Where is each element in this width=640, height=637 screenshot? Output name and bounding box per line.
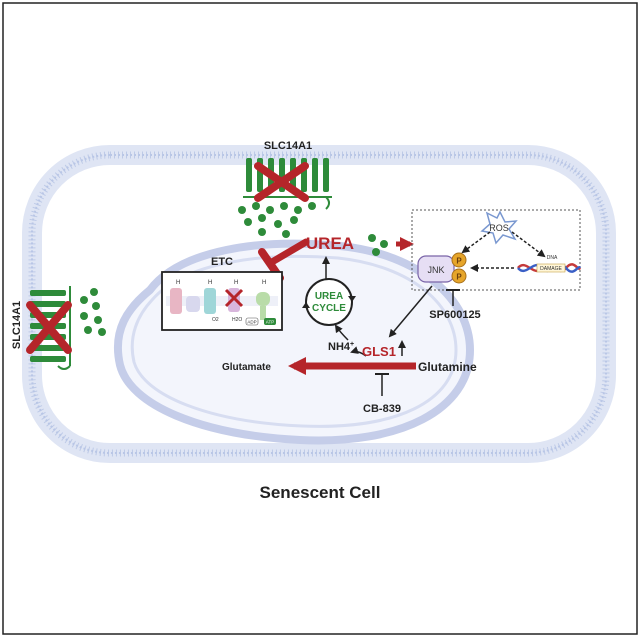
slc14a1-top-label: SLC14A1 bbox=[264, 140, 312, 152]
slc14a1-left-label: SLC14A1 bbox=[11, 301, 23, 349]
etc-h-label-2: H bbox=[208, 280, 212, 286]
urea-dots-left bbox=[80, 288, 106, 336]
dna-damage: DNA DAMAGE bbox=[517, 255, 582, 273]
etc-panel: H H H H O2 H2O ADP ATP bbox=[161, 271, 283, 331]
phospho-label-1: P bbox=[456, 257, 462, 266]
jnk-pathway-box bbox=[411, 209, 581, 291]
urea-cycle: UREA CYCLE bbox=[302, 278, 356, 326]
jnk-label: JNK bbox=[427, 265, 444, 275]
etc-complex-3 bbox=[204, 288, 216, 314]
cell-title: Senescent Cell bbox=[260, 483, 381, 502]
etc-h-label-1: H bbox=[176, 280, 180, 286]
nh4-to-cycle-arrow bbox=[334, 324, 349, 341]
ros-to-jnk-arrow bbox=[461, 231, 491, 254]
ros-label: ROS bbox=[489, 223, 509, 233]
gls1-to-nh4-arrow bbox=[350, 346, 367, 357]
nh4-label: NH4+ bbox=[328, 341, 354, 353]
etc-o2-label: O2 bbox=[212, 317, 219, 323]
red-x-left bbox=[26, 301, 72, 354]
etc-h2o-label: H2O bbox=[232, 317, 242, 323]
phospho-groups: P P bbox=[451, 252, 467, 284]
etc-h-label-4: H bbox=[262, 280, 266, 286]
sp600125-label: SP600125 bbox=[429, 309, 480, 321]
etc-complex-1 bbox=[170, 288, 182, 314]
glutamate-label: Glutamate bbox=[222, 362, 271, 373]
ros-star: ROS bbox=[480, 210, 518, 245]
urea-cycle-line1: UREA bbox=[315, 291, 343, 302]
etc-adp-label: ADP bbox=[247, 320, 256, 325]
cb839-label: CB-839 bbox=[363, 403, 401, 415]
urea-dots-center bbox=[368, 234, 388, 256]
jnk-to-gls1-arrow bbox=[388, 285, 433, 338]
atp-synthase bbox=[256, 292, 270, 320]
etc-atp-label: ATP bbox=[266, 320, 274, 325]
jnk-protein: JNK bbox=[417, 255, 455, 283]
etc-h-label-3: H bbox=[234, 280, 238, 286]
urea-label: UREA bbox=[306, 234, 354, 253]
etc-red-x-b bbox=[224, 288, 244, 308]
red-x-top bbox=[254, 162, 309, 202]
glutamine-label: Glutamine bbox=[418, 360, 477, 374]
etc-label: ETC bbox=[211, 256, 233, 268]
urea-dots-top bbox=[238, 202, 316, 238]
gls1-label: GLS1 bbox=[362, 344, 396, 359]
etc-complex-2 bbox=[186, 296, 200, 312]
nh4-charge: + bbox=[350, 341, 354, 348]
ros-to-dna-arrow bbox=[511, 231, 546, 258]
urea-cycle-line2: CYCLE bbox=[312, 303, 346, 314]
phospho-label-2: P bbox=[456, 273, 462, 282]
nh4-text: NH4 bbox=[328, 341, 351, 353]
damage-label: DAMAGE bbox=[540, 266, 562, 272]
dna-label: DNA bbox=[547, 255, 558, 261]
